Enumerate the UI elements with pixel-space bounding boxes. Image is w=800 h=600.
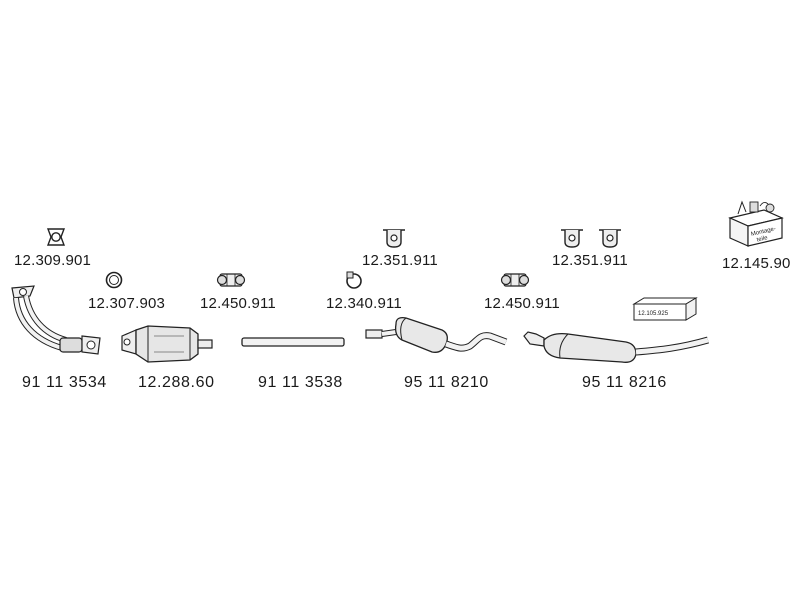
catalytic-converter-label: 12.288.60 — [138, 374, 215, 391]
mounting-kit-box-text-1: Montage- — [750, 226, 776, 238]
ring-gasket-label: 12.307.903 — [88, 295, 166, 312]
rubber-hanger-icon[interactable] — [380, 226, 408, 250]
middle-pipe-icon[interactable] — [238, 332, 348, 352]
rear-silencer-icon[interactable] — [520, 318, 716, 370]
rubber-hanger-label: 12.351.911 — [362, 252, 438, 269]
rubber-hanger-icon-2[interactable] — [558, 226, 586, 250]
rear-silencer-label: 95 11 8216 — [582, 374, 667, 391]
middle-silencer-label: 95 11 8210 — [404, 374, 489, 391]
flange-gasket-icon[interactable] — [44, 226, 68, 248]
small-clamp-label: 12.340.911 — [326, 295, 402, 312]
small-kit-box-icon[interactable]: 12.105.925 — [630, 294, 700, 324]
clamp-label-2: 12.450.911 — [484, 295, 560, 312]
middle-silencer-icon[interactable] — [362, 310, 512, 366]
ring-gasket-icon[interactable] — [104, 270, 124, 290]
clamp-label: 12.450.911 — [200, 295, 276, 312]
catalytic-converter-icon[interactable] — [118, 322, 216, 366]
mounting-kit-box-text-2: teile — [756, 235, 769, 243]
mounting-kit-box-icon[interactable]: Montage- teile — [724, 196, 786, 250]
rubber-hanger-label-2: 12.351.911 — [552, 252, 628, 269]
mounting-kit-label: 12.145.90 — [722, 255, 791, 272]
middle-pipe-label: 91 11 3538 — [258, 374, 343, 391]
small-clamp-icon[interactable] — [342, 270, 366, 292]
front-pipe-icon[interactable] — [4, 282, 106, 362]
front-pipe-label: 91 11 3534 — [22, 374, 107, 391]
flange-gasket-label: 12.309.901 — [14, 252, 92, 269]
clamp-icon[interactable] — [216, 270, 246, 290]
clamp-icon-2[interactable] — [500, 270, 530, 290]
small-kit-box-text: 12.105.925 — [638, 311, 669, 317]
rubber-hanger-icon-3[interactable] — [596, 226, 624, 250]
